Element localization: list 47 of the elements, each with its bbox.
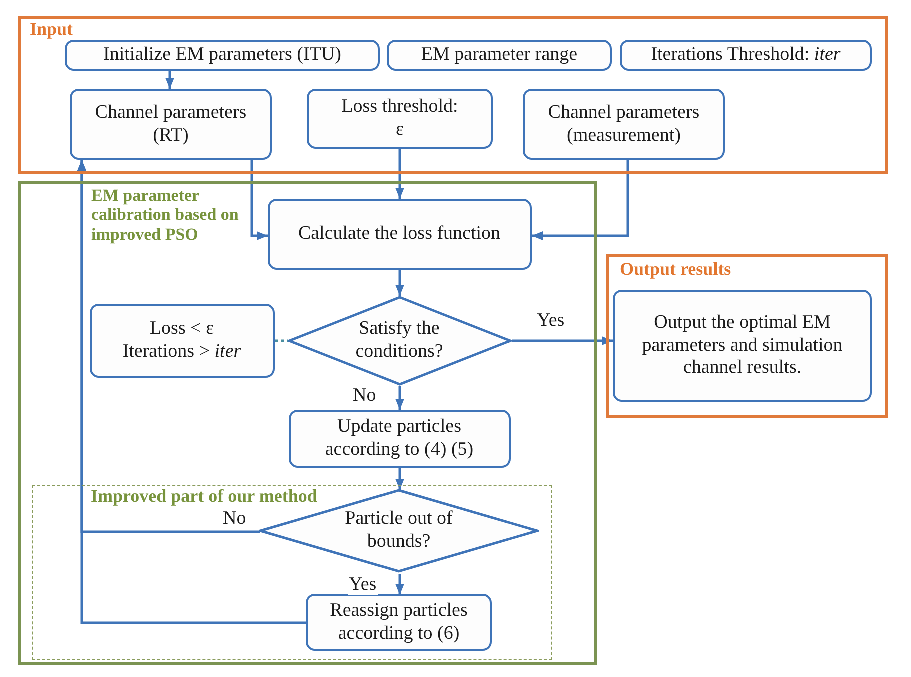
- decision-diamond: [259, 489, 539, 573]
- input-panel: [18, 16, 888, 174]
- flow-arrow: [396, 386, 404, 410]
- process-box: [613, 290, 872, 402]
- flow-arrow: [78, 160, 307, 624]
- flow-arrow: [396, 468, 404, 490]
- box-text: Loss threshold: ε: [340, 96, 460, 142]
- box-text: Initialize EM parameters (ITU): [104, 44, 342, 67]
- calibration-panel: [18, 181, 597, 665]
- panel-heading: Input: [30, 19, 74, 40]
- flow-arrow: [396, 574, 404, 595]
- box-text: Reassign particles according to (6): [329, 600, 469, 646]
- condition-text: Loss < ε: [150, 318, 214, 340]
- flow-arrow: [396, 149, 404, 199]
- flow-arrow: [512, 336, 613, 346]
- box-text: Channel parameters (RT): [94, 102, 248, 148]
- process-box: [307, 89, 493, 149]
- panel-heading: EM parameter calibration based on improved PSO: [92, 186, 240, 244]
- process-box: [70, 89, 272, 160]
- flow-arrow: [166, 71, 174, 89]
- box-text: EM parameter range: [421, 44, 578, 67]
- decision-text: Particle out of bounds?: [344, 508, 454, 554]
- dashed-connector: [275, 340, 288, 342]
- dashed-region: [32, 484, 552, 660]
- box-text: Iterations Threshold: iter: [651, 44, 841, 67]
- process-box: [288, 410, 510, 468]
- process-box: [387, 40, 612, 71]
- process-box: [65, 40, 380, 71]
- box-text: Update particles according to (4) (5): [324, 416, 475, 462]
- flow-arrow: [250, 160, 268, 240]
- box-text: Output the optimal EM parameters and simulation channel results.: [641, 312, 844, 380]
- box-text: Calculate the loss function: [298, 222, 501, 246]
- flow-arrow: [532, 160, 630, 240]
- condition-text: Iterations > iter: [122, 340, 242, 364]
- process-box: [268, 198, 532, 270]
- edge-label: Yes: [348, 575, 378, 595]
- box-text: Channel parameters (measurement): [547, 102, 701, 148]
- process-box: [90, 304, 274, 378]
- flow-arrow: [396, 270, 404, 296]
- process-box: [620, 40, 872, 71]
- decision-text: Satisfy the conditions?: [354, 318, 444, 364]
- output-panel: [606, 254, 888, 418]
- panel-heading: Output results: [620, 259, 732, 280]
- decision-diamond: [288, 296, 512, 386]
- process-box: [523, 89, 725, 160]
- panel-heading: Improved part of our method: [91, 486, 318, 506]
- process-box: [306, 594, 492, 651]
